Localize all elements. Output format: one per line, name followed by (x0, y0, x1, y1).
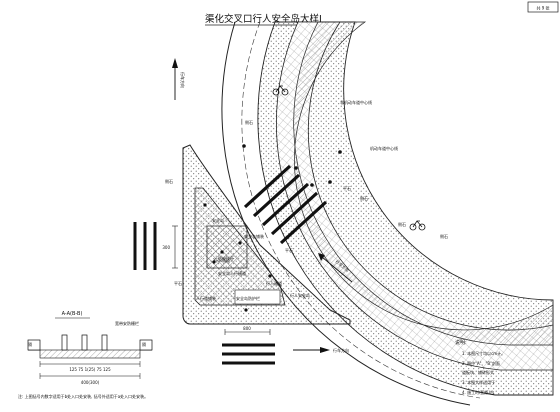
label-island-i: 行人安全岛 (290, 292, 310, 298)
crosswalk-left (133, 222, 157, 270)
section-dim-parts: 125 75 1(25) 75 125 (69, 367, 111, 372)
label-lane-center: 机动车道中心线 (370, 145, 398, 151)
label-curb-e: 侧石 (440, 233, 448, 239)
label-island-d: 防护栏杆 (218, 255, 234, 261)
label-ramp-b: 平石 (285, 248, 293, 253)
section-title: A-A(B-B) (62, 311, 83, 317)
label-curb-b: 侧石 (245, 119, 253, 125)
label-island-c: 安全岛人行横道 (218, 270, 246, 276)
note-item-5: 4. 施工时(图纸)应 (462, 389, 494, 395)
arrow-bottom (293, 347, 330, 353)
section-dim-total: 400(300) (81, 380, 100, 385)
dim-bottom-label: 800 (243, 326, 251, 331)
label-direction-bottom: 行车方向 (333, 347, 349, 353)
label-island-b: 行人通道 (214, 257, 230, 263)
note-item-4: 3. 本图大样适用于 (462, 379, 495, 385)
label-direction-vertical: 行车方向 (180, 72, 186, 88)
note-item-3: 道板块、铺砖形式 (462, 369, 494, 375)
label-bike-lane: 非机动车道中心线 (340, 99, 372, 105)
arrow-diagonal (318, 253, 353, 283)
bike-symbol-bottom (409, 220, 426, 231)
label-island-h: 安全岛铺装 (244, 233, 264, 239)
crosswalk-bottom (222, 343, 275, 365)
crosswalk-diagonal (243, 164, 328, 245)
arrow-vertical (172, 58, 178, 100)
sheet-number: 共 9 张 (536, 5, 549, 11)
note-item-1: 1. 本图尺寸均以cm计。 (462, 350, 505, 356)
island-bollards (203, 203, 272, 312)
label-island-e: 安全岛防护栏 (236, 295, 260, 301)
dim-left-label: 300 (162, 245, 170, 250)
notes-heading: 说明: (455, 339, 467, 346)
label-ramp-c: 平石 (343, 186, 351, 191)
label-curb-d: 侧石 (360, 195, 368, 201)
label-ramp-a: 平石 (174, 281, 182, 286)
lane-center-arc (241, 21, 481, 399)
section-mark-left: 隔 (28, 341, 32, 347)
label-island-a: 安全岛 (212, 217, 224, 223)
section-mark-right: 隔 (142, 341, 146, 347)
hatched-band (293, 21, 554, 346)
bike-symbol-top (272, 85, 289, 96)
label-island-g: 人行道铺装 (196, 295, 216, 301)
island-bottom-box (234, 289, 281, 305)
bollard-dots (242, 144, 342, 187)
label-curb-a: 侧石 (165, 178, 173, 184)
outer-sidewalk-band (257, 21, 554, 396)
note-item-2: 2. 图中"A"、"B"剖面 (462, 360, 500, 366)
section-profile (27, 334, 153, 379)
sheet-number-box (527, 1, 559, 13)
label-island-f: 行人通道 (266, 280, 282, 286)
label-curb-c: 侧石 (398, 221, 406, 227)
section-top-label: 宽带安防栅栏 (115, 320, 139, 326)
section-note: 注: 上图括号内数字适用于b处入口处安装, 括号外适用于a处入口处安装。 (18, 393, 148, 399)
